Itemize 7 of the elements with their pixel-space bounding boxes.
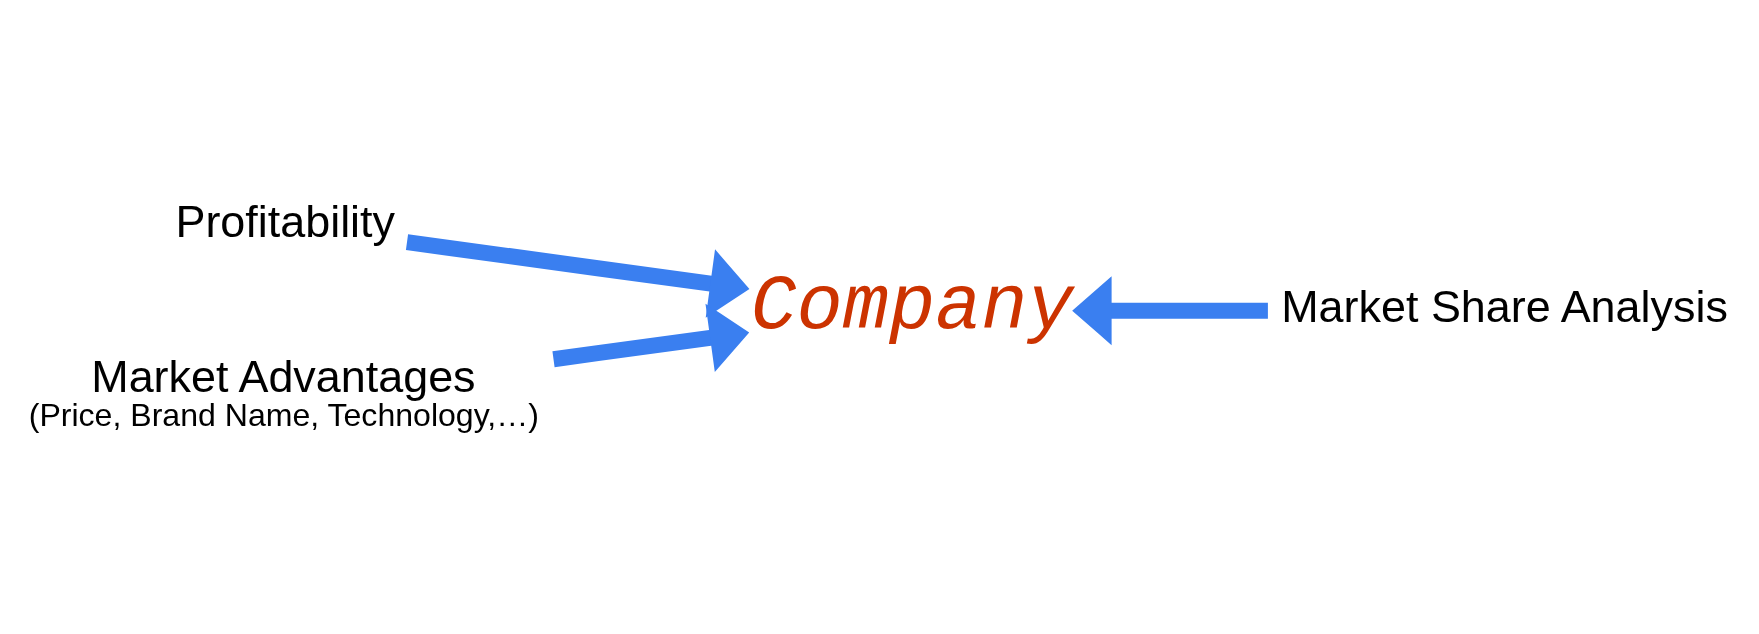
node-text: Market Share Analysis <box>1281 280 1728 332</box>
node-text: Company <box>750 263 1074 351</box>
arrow <box>405 233 750 318</box>
node-text: Market Advantages (Price, Brand Name, Technology,…) <box>28 350 539 433</box>
arrow <box>552 303 750 372</box>
arrow <box>1072 275 1268 345</box>
node-text: Profitability <box>175 195 396 247</box>
